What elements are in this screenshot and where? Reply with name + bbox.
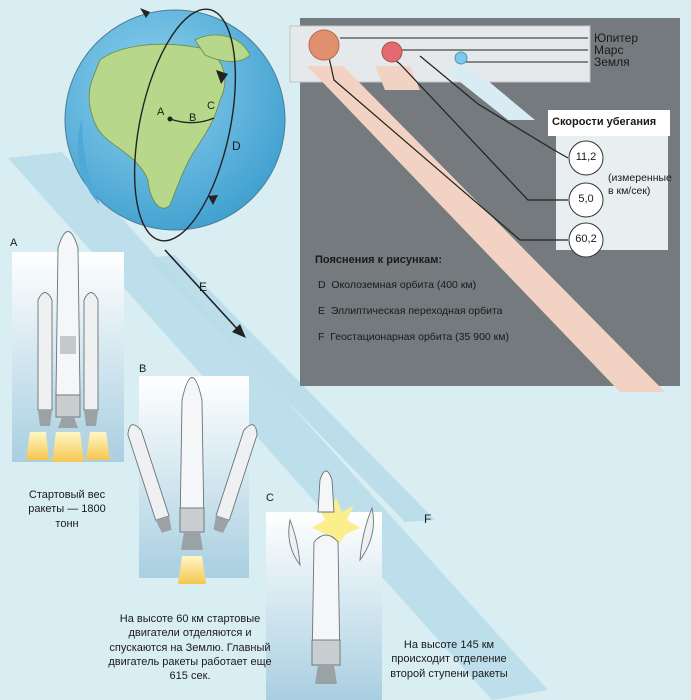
escape-value-earth: 11,2 bbox=[575, 151, 597, 163]
explanation-f: F Геостационарная орбита (35 900 км) bbox=[318, 331, 509, 343]
explanation-d: D Околоземная орбита (400 км) bbox=[318, 279, 477, 291]
jupiter-beam bbox=[307, 66, 665, 392]
stage-letter-c: C bbox=[266, 492, 274, 504]
path-label-f: F bbox=[424, 512, 432, 526]
leader-earth bbox=[419, 55, 569, 159]
label-jupiter: Юпитер bbox=[594, 31, 639, 45]
orbit-band-e bbox=[148, 255, 435, 522]
explanation-e: E Эллиптическая переходная орбита bbox=[318, 305, 503, 317]
escape-title-box bbox=[548, 110, 670, 136]
escape-value-mars: 5,0 bbox=[578, 193, 594, 205]
rocket-a bbox=[26, 231, 110, 462]
earth-planet bbox=[454, 51, 468, 65]
path-label-e: E bbox=[199, 280, 208, 294]
point-label-b: B bbox=[189, 112, 197, 124]
stage-letter-b: B bbox=[139, 363, 147, 375]
orbit-d bbox=[133, 8, 237, 242]
label-mars: Марс bbox=[594, 43, 624, 57]
launch-trajectory bbox=[169, 117, 215, 124]
transfer-arrow-e bbox=[164, 249, 241, 333]
orbit-band-f bbox=[8, 152, 548, 700]
orbit-d-arrow-bottom bbox=[208, 195, 218, 205]
stage-b-caption: На высоте 60 км стартовые двигатели отде… bbox=[108, 613, 272, 683]
earth-beam bbox=[440, 66, 535, 120]
escape-circle-jupiter bbox=[568, 222, 604, 258]
stage-a-caption: Стартовый вес ракеты — 1800 тонн bbox=[28, 489, 106, 530]
jupiter-planet bbox=[308, 29, 340, 61]
orbit-label-d: D bbox=[232, 139, 241, 153]
orbit-d-arrow-top bbox=[140, 8, 150, 18]
mars-planet bbox=[381, 41, 403, 63]
orbit-d-arrow-right bbox=[216, 70, 228, 84]
stage-letter-a: A bbox=[10, 237, 18, 249]
stage-c-caption: На высоте 145 км происходит отделение вт… bbox=[390, 639, 508, 680]
mars-beam bbox=[375, 66, 420, 90]
rocket-c bbox=[288, 470, 374, 684]
leader-jupiter bbox=[325, 43, 568, 241]
label-earth: Земля bbox=[594, 55, 630, 69]
escape-value-jupiter: 60,2 bbox=[575, 233, 597, 245]
rocket-b bbox=[127, 377, 258, 584]
escape-circle-mars bbox=[568, 182, 604, 218]
point-a-dot bbox=[167, 116, 173, 122]
explanations-title: Пояснения к рисункам: bbox=[315, 254, 443, 266]
point-label-c: C bbox=[207, 100, 215, 112]
escape-units-note: (измеренные в км/сек) bbox=[608, 172, 672, 198]
escape-title: Скорости убегания bbox=[552, 116, 657, 128]
escape-circle-earth bbox=[568, 140, 604, 176]
point-label-a: A bbox=[157, 106, 165, 118]
transfer-arrow-e-head bbox=[232, 324, 246, 338]
